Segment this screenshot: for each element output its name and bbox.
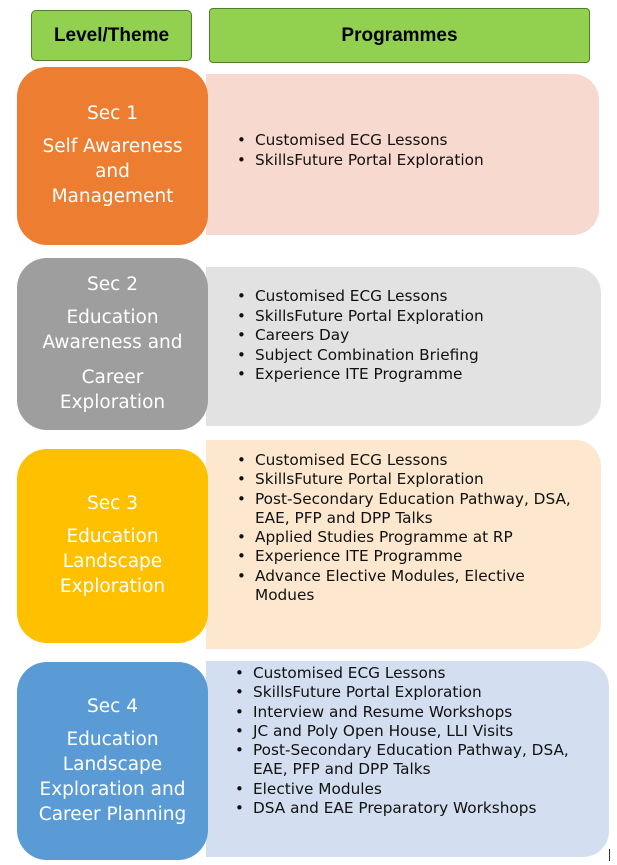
theme-line: Landscape	[62, 551, 163, 572]
theme-line: Education	[66, 306, 159, 328]
sec1-label: Sec 1	[87, 103, 138, 124]
sec4-level-box: Sec 4 Education Landscape Exploration an…	[17, 662, 208, 860]
sec4-programmes-box: Customised ECG Lessons SkillsFuture Port…	[206, 661, 609, 857]
sec2-programme-list: Customised ECG Lessons SkillsFuture Port…	[231, 287, 484, 385]
list-item: Customised ECG Lessons	[231, 451, 571, 470]
list-item: Interview and Resume Workshops	[229, 703, 569, 722]
list-item-line: Modues	[255, 585, 315, 604]
theme-line: Exploration	[59, 576, 166, 597]
list-item-line: Advance Elective Modules, Elective	[255, 566, 525, 585]
list-item: Post-Secondary Education Pathway, DSA, E…	[229, 741, 569, 780]
sec2-programmes-box: Customised ECG Lessons SkillsFuture Port…	[206, 267, 601, 426]
level-theme-header: Level/Theme	[31, 10, 192, 61]
sec1-theme: Self Awareness and Management	[43, 134, 183, 209]
list-item-line: Post-Secondary Education Pathway, DSA,	[255, 489, 571, 508]
theme-line: Education	[66, 526, 159, 547]
sec4-programme-list: Customised ECG Lessons SkillsFuture Port…	[229, 664, 569, 818]
sec2-theme: Education Awareness and Career Explorati…	[42, 305, 182, 415]
sec1-programme-list: Customised ECG Lessons SkillsFuture Port…	[231, 131, 484, 170]
programmes-header: Programmes	[209, 8, 590, 63]
theme-line: Career	[81, 366, 144, 388]
list-item: Careers Day	[231, 326, 484, 346]
list-item: SkillsFuture Portal Exploration	[231, 470, 571, 489]
sec4-label: Sec 4	[87, 695, 138, 717]
theme-line: and	[95, 161, 130, 182]
theme-line: Education	[66, 728, 159, 750]
list-item: Subject Combination Briefing	[231, 346, 484, 366]
list-item-line: Post-Secondary Education Pathway, DSA,	[253, 741, 569, 760]
list-item: DSA and EAE Preparatory Workshops	[229, 799, 569, 818]
sec3-theme: Education Landscape Exploration	[60, 524, 165, 599]
list-item: Post-Secondary Education Pathway, DSA, E…	[231, 490, 571, 529]
list-item: Experience ITE Programme	[231, 547, 571, 566]
list-item-line: EAE, PFP and DPP Talks	[255, 508, 433, 527]
theme-line: Exploration and	[39, 778, 186, 800]
theme-line: Landscape	[62, 753, 163, 775]
sec4-theme: Education Landscape Exploration and Care…	[39, 727, 186, 827]
list-item: Customised ECG Lessons	[231, 131, 484, 151]
sec2-label: Sec 2	[87, 273, 138, 295]
list-item: Elective Modules	[229, 780, 569, 799]
list-item: Customised ECG Lessons	[231, 287, 484, 307]
sec3-programme-list: Customised ECG Lessons SkillsFuture Port…	[231, 451, 571, 605]
list-item: SkillsFuture Portal Exploration	[231, 151, 484, 171]
edge-mark	[609, 849, 610, 861]
sec1-level-box: Sec 1 Self Awareness and Management	[17, 67, 208, 245]
list-item: SkillsFuture Portal Exploration	[229, 683, 569, 702]
sec3-label: Sec 3	[87, 493, 138, 514]
theme-line: Awareness and	[42, 331, 183, 353]
list-item: JC and Poly Open House, LLI Visits	[229, 722, 569, 741]
sec1-programmes-box: Customised ECG Lessons SkillsFuture Port…	[206, 74, 599, 235]
theme-line: Self Awareness	[42, 136, 183, 157]
theme-line: Exploration	[59, 391, 166, 413]
sec2-level-box: Sec 2 Education Awareness and Career Exp…	[17, 258, 208, 430]
sec3-programmes-box: Customised ECG Lessons SkillsFuture Port…	[206, 440, 601, 649]
list-item: Applied Studies Programme at RP	[231, 528, 571, 547]
sec3-level-box: Sec 3 Education Landscape Exploration	[17, 449, 208, 643]
list-item-line: EAE, PFP and DPP Talks	[253, 760, 431, 779]
list-item: Advance Elective Modules, Elective Modue…	[231, 567, 571, 606]
list-item: SkillsFuture Portal Exploration	[231, 307, 484, 327]
theme-line: Career Planning	[38, 803, 187, 825]
theme-line: Management	[51, 186, 174, 207]
list-item: Experience ITE Programme	[231, 365, 484, 385]
list-item: Customised ECG Lessons	[229, 664, 569, 683]
